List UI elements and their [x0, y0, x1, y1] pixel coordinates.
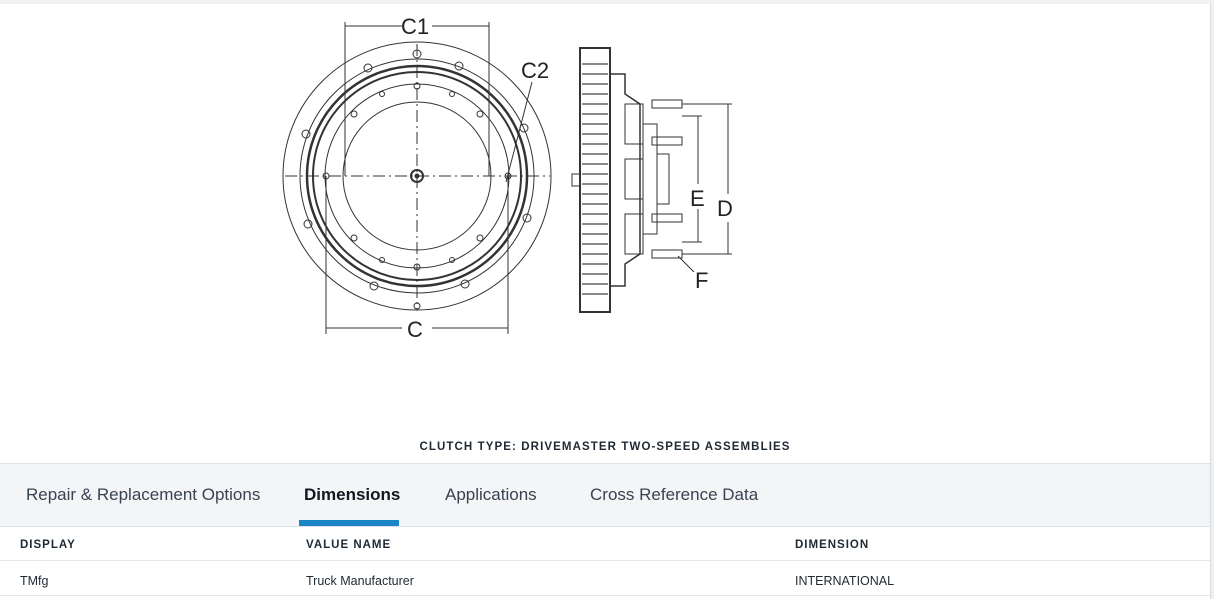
column-header-dimension: DIMENSION: [795, 539, 870, 551]
product-tabs: Repair & Replacement Options Dimensions …: [0, 463, 1210, 527]
label-c1: C1: [401, 14, 429, 39]
product-panel: C1 C2 C E D F CLUTCH TYPE: DRIVEMASTER T…: [0, 4, 1211, 599]
cell-display: TMfg: [20, 574, 49, 588]
dimensions-table: DISPLAY VALUE NAME DIMENSION TMfg Truck …: [0, 526, 1210, 596]
tab-applications[interactable]: Applications: [445, 485, 537, 504]
column-header-display: DISPLAY: [20, 539, 76, 551]
label-f: F: [695, 268, 708, 293]
column-header-value-name: VALUE NAME: [306, 539, 392, 551]
table-header-row: DISPLAY VALUE NAME DIMENSION: [0, 526, 1210, 561]
clutch-technical-drawing: C1 C2 C E D F: [270, 4, 790, 349]
table-row: TMfg Truck Manufacturer INTERNATIONAL: [0, 561, 1210, 596]
tab-cross-reference-data[interactable]: Cross Reference Data: [590, 485, 759, 504]
label-e: E: [690, 186, 705, 211]
tab-dimensions[interactable]: Dimensions: [304, 485, 401, 504]
drawing-svg: C1 C2 C E D F: [282, 14, 733, 342]
cell-dimension: INTERNATIONAL: [795, 574, 895, 588]
cell-value-name: Truck Manufacturer: [306, 574, 414, 588]
active-tab-indicator: [299, 520, 399, 526]
label-d: D: [717, 196, 733, 221]
tab-repair-replacement-options[interactable]: Repair & Replacement Options: [26, 485, 261, 504]
clutch-type-caption: CLUTCH TYPE: DRIVEMASTER TWO-SPEED ASSEM…: [419, 441, 791, 453]
label-c2: C2: [521, 58, 549, 83]
label-c: C: [407, 317, 423, 342]
